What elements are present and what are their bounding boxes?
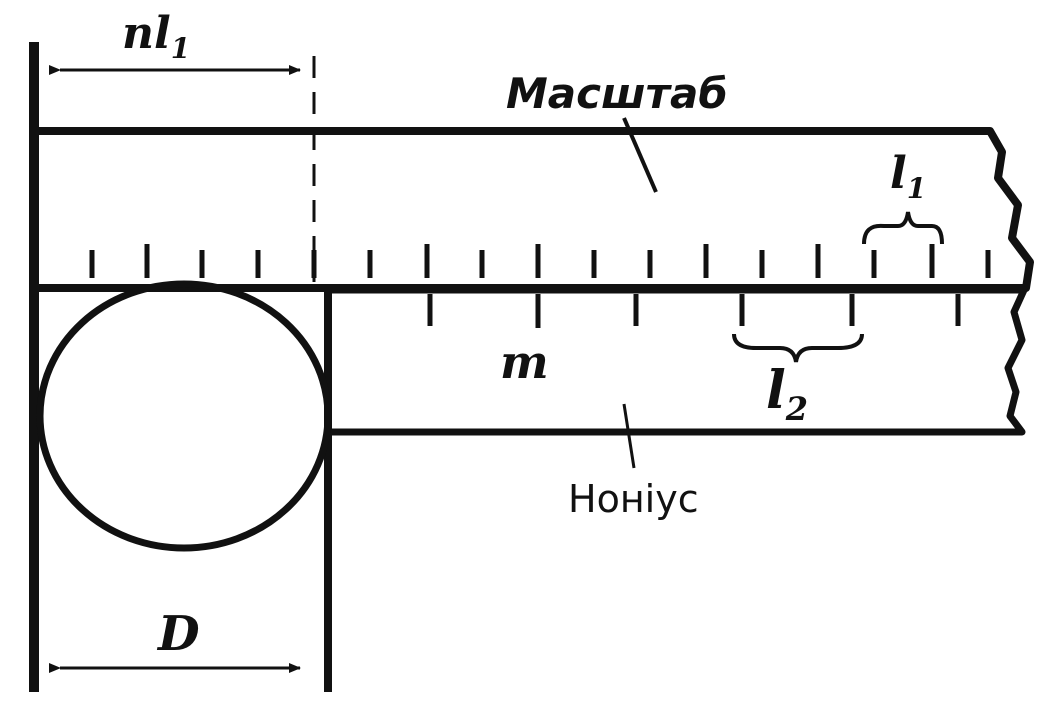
scale-label: Масштаб — [506, 69, 728, 118]
l1-brace — [862, 211, 944, 245]
l2-brace — [732, 333, 864, 363]
scale-leader-line — [622, 117, 658, 193]
main-scale-bar — [34, 127, 1034, 292]
measured-circle — [36, 280, 332, 552]
vernier-label: Ноніус — [568, 477, 699, 521]
l1-label: l1 — [890, 148, 926, 205]
main-scale-ticks — [89, 244, 991, 278]
vernier-leader-line — [622, 403, 636, 469]
m-label: m — [500, 335, 549, 389]
vernier-ticks — [427, 294, 961, 328]
nl1-label: nl1 — [122, 8, 190, 65]
vernier-bar — [326, 286, 1028, 436]
d-label: D — [156, 606, 200, 662]
l2-label: l2 — [766, 360, 808, 428]
